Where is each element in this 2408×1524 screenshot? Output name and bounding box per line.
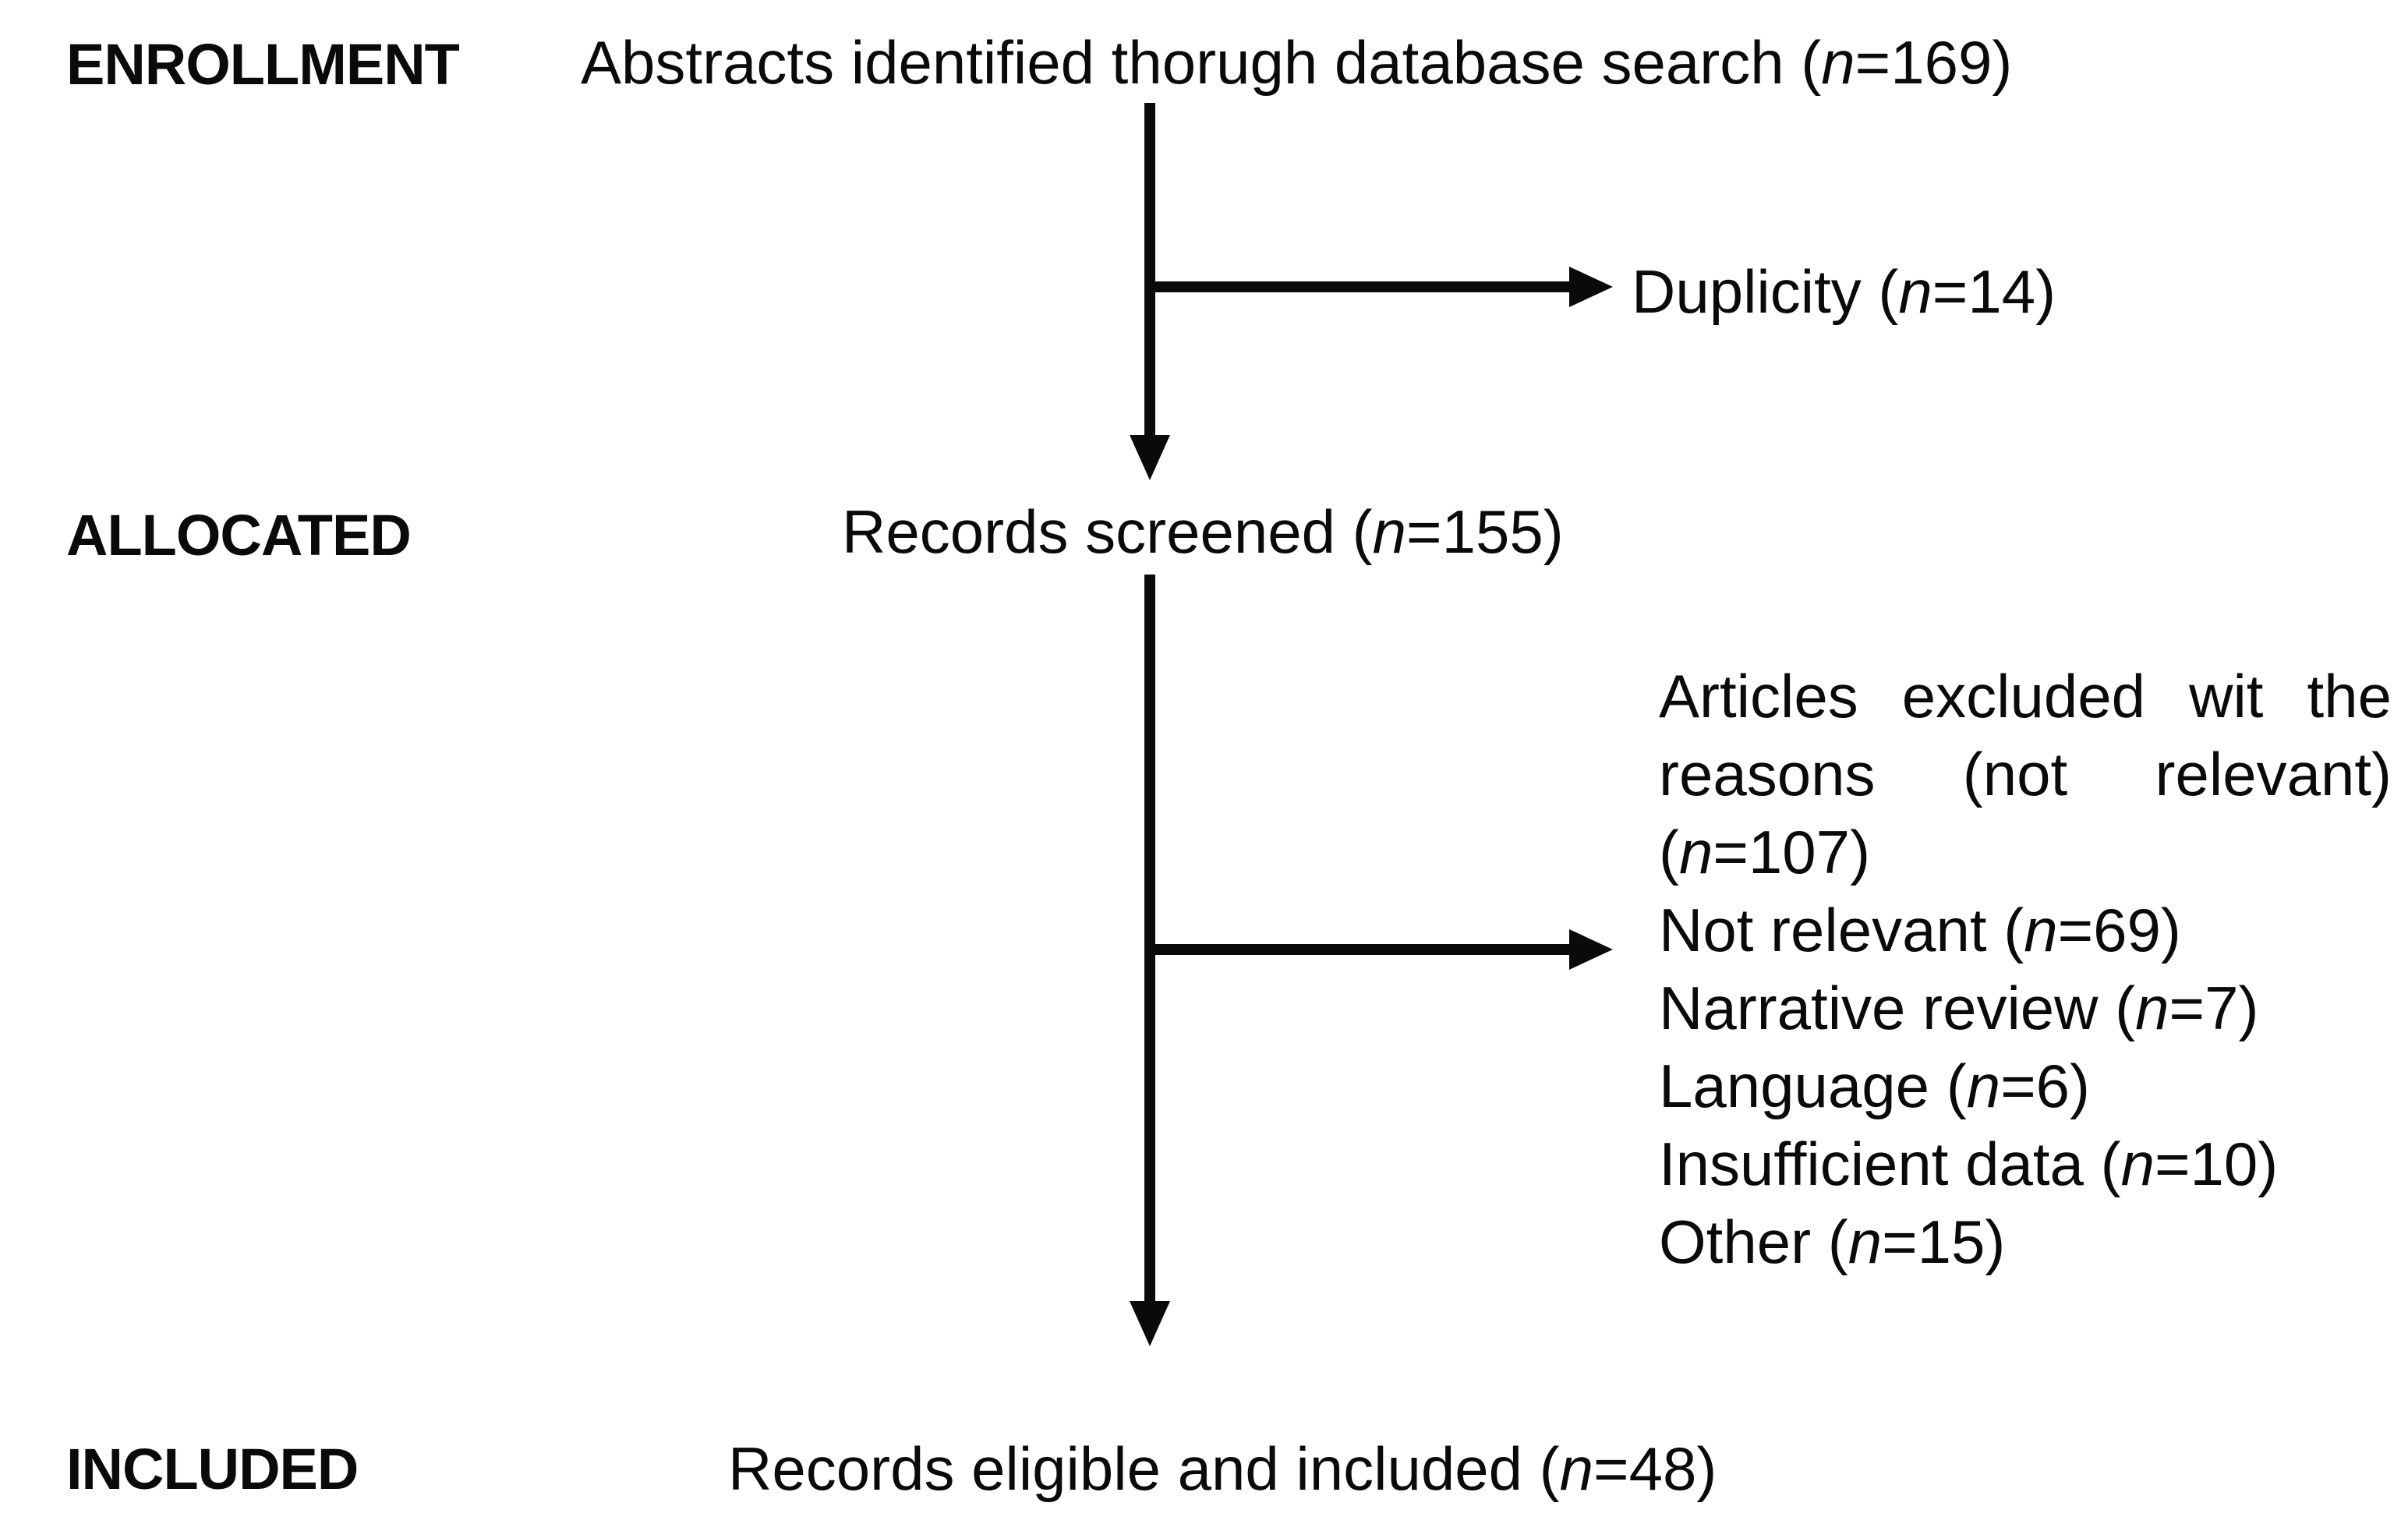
node-abstracts-identified: Abstracts identified thorugh database se…: [581, 28, 2013, 97]
stage-label-included: INCLUDED: [66, 1437, 359, 1501]
exclusion-line: Insufficient data (n=10): [1659, 1130, 2279, 1198]
branch-duplicity-bar: [1144, 281, 1569, 292]
exclusion-line: Narrative review (n=7): [1659, 974, 2259, 1042]
exclusion-line: Not relevant (n=69): [1659, 896, 2181, 964]
exclusion-list: Articles excluded wit the reasons (not r…: [1659, 657, 2392, 1281]
arrow-screened-to-included-head: [1130, 1301, 1170, 1346]
branch-excluded-head: [1569, 929, 1613, 970]
node-records-included: Records eligible and included (n=48): [728, 1434, 1717, 1503]
exclusion-line: reasons (not relevant): [1659, 740, 2392, 808]
arrow-screened-to-included-stem: [1144, 575, 1155, 1303]
stage-label-allocated: ALLOCATED: [66, 503, 412, 568]
exclusion-line: Articles excluded wit the: [1659, 662, 2392, 730]
branch-duplicity-label: Duplicity (n=14): [1632, 257, 2056, 326]
exclusion-line: (n=107): [1659, 818, 1871, 886]
node-records-screened: Records screened (n=155): [842, 497, 1564, 566]
branch-excluded-bar: [1144, 944, 1569, 955]
exclusion-line: Other (n=15): [1659, 1208, 2006, 1276]
branch-duplicity-head: [1569, 267, 1613, 307]
exclusion-line: Language (n=6): [1659, 1052, 2090, 1120]
stage-label-enrollment: ENROLLMENT: [66, 32, 460, 97]
arrow-identified-to-screened-head: [1130, 435, 1170, 480]
arrow-identified-to-screened-stem: [1144, 103, 1155, 437]
